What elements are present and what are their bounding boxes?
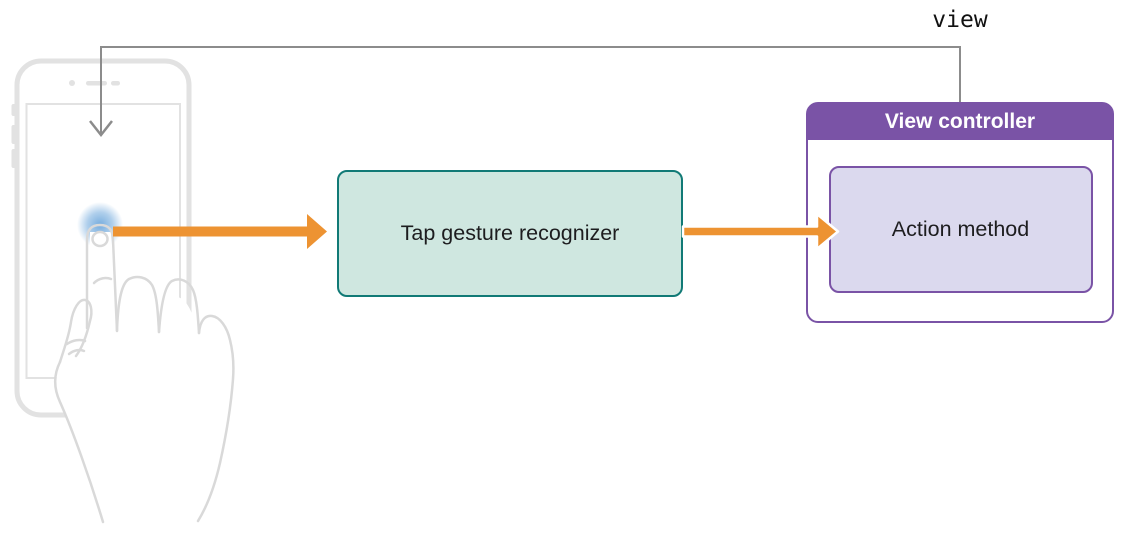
view-controller-header: View controller <box>808 104 1112 140</box>
pinky-and-hand-side-outline <box>196 314 235 523</box>
fingernail <box>91 230 109 248</box>
index-finger-outline <box>85 223 119 333</box>
view-annotation-label: view <box>932 7 988 33</box>
thumb-outline <box>58 298 93 364</box>
wrist-and-palm-outline <box>53 360 105 524</box>
hand-fill <box>56 232 231 521</box>
tap-gesture-recognizer-label: Tap gesture recognizer <box>400 221 620 245</box>
touch-to-recognizer-arrow <box>113 214 327 249</box>
phone-volume-up-button <box>11 125 18 144</box>
phone-speaker-slit-2 <box>111 81 120 86</box>
knuckle-crease <box>92 276 113 285</box>
action-method-label: Action method <box>891 216 1030 241</box>
phone-body <box>14 58 192 418</box>
touch-glow-icon <box>77 202 123 248</box>
tap-gesture-recognizer-node: Tap gesture recognizer <box>337 170 683 297</box>
view-controller-node: View controller Action method <box>806 102 1114 323</box>
phone-camera-dot <box>69 80 75 86</box>
thumb-crease <box>65 338 87 346</box>
phone-speaker-slit <box>86 81 107 86</box>
middle-finger-outline <box>115 275 161 334</box>
phone-mute-switch <box>11 104 18 116</box>
ring-finger-outline <box>157 278 201 335</box>
hand-icon <box>53 223 235 524</box>
phone-icon <box>11 58 192 418</box>
view-connector-arrowhead <box>89 120 113 138</box>
view-controller-label: View controller <box>884 110 1036 133</box>
action-method-node: Action method <box>828 165 1093 293</box>
thumb-crease-2 <box>67 348 86 356</box>
phone-screen <box>25 103 181 379</box>
phone-volume-down-button <box>11 149 18 168</box>
